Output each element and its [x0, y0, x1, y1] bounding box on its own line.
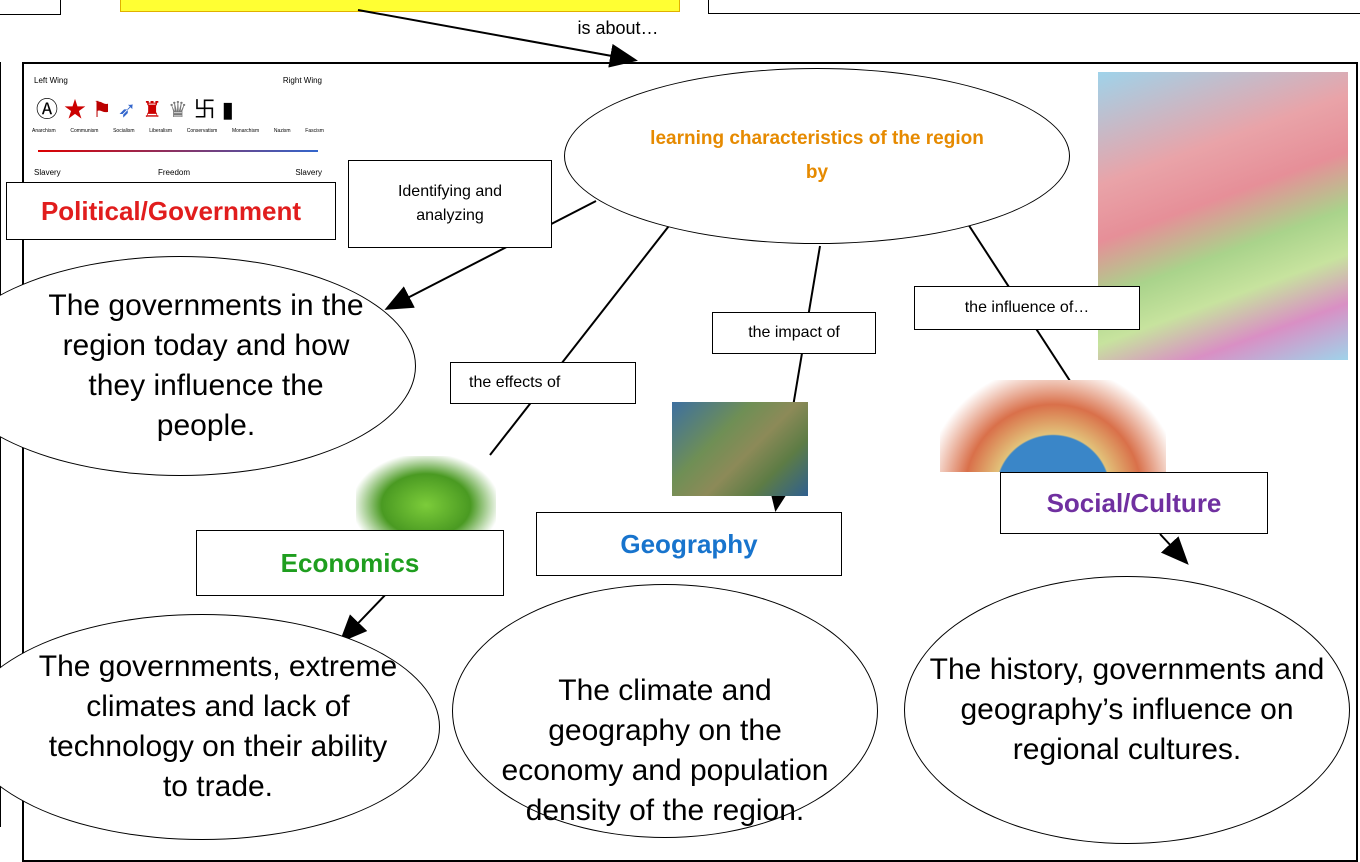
identifying-analyzing-box: Identifying and analyzing [348, 160, 552, 248]
communism-icon: ★ [64, 97, 93, 122]
spectrum-axis [38, 150, 318, 152]
economics-globe-image [356, 456, 496, 538]
spectrum-labels-row: Anarchism Communism Socialism Liberalism… [32, 128, 324, 134]
header-highlight [120, 0, 680, 12]
effects-text: the effects of [469, 374, 561, 391]
impact-of-box: the impact of [712, 312, 876, 354]
political-category-box: Political/Government [6, 182, 336, 240]
spectrum-bottom-mid: Freedom [158, 168, 191, 177]
political-spectrum-image: Left Wing Right Wing Ⓐ★⚑➶♜♛卐▮ Anarchism … [30, 72, 326, 182]
geography-detail-text: The climate and geography on the economy… [501, 674, 829, 827]
spectrum-label: Liberalism [149, 128, 172, 134]
left-margin-line [0, 62, 1, 827]
world-cultures-image [940, 380, 1166, 472]
political-detail-ellipse: The governments in the region today and … [0, 256, 416, 476]
fascism-icon: ▮ [221, 97, 240, 122]
socialism-icon: ⚑ [92, 97, 118, 122]
spectrum-label: Anarchism [32, 128, 56, 134]
influence-text: the influence of… [964, 299, 1090, 316]
social-detail-ellipse: The history, governments and geography’s… [904, 576, 1350, 844]
central-text: learning characteristics of the region b… [650, 128, 984, 183]
monarchism-icon: ♛ [167, 97, 194, 122]
spectrum-right-label: Right Wing [282, 76, 322, 85]
geography-detail-ellipse: The climate and geography on the economy… [452, 584, 878, 838]
spectrum-label: Communism [70, 128, 99, 134]
spectrum-label: Fascism [305, 128, 324, 134]
conservatism-icon: ♜ [142, 97, 168, 122]
spectrum-label: Conservatism [186, 128, 218, 134]
europe-map-image [672, 402, 808, 496]
spectrum-bottom-right: Slavery [295, 168, 322, 177]
political-detail-text: The governments in the region today and … [48, 289, 364, 442]
social-detail-text: The history, governments and geography’s… [929, 653, 1325, 766]
is-about-label: is about… [577, 18, 659, 38]
economics-detail-ellipse: The governments, extreme climates and la… [0, 614, 440, 840]
identifying-text: Identifying and analyzing [397, 183, 503, 224]
impact-text: the impact of [748, 324, 840, 341]
header-strip [0, 0, 1360, 15]
influence-of-box: the influence of… [914, 286, 1140, 330]
effects-of-box: the effects of [450, 362, 636, 404]
spectrum-label: Monarchism [231, 128, 260, 134]
economics-category-box: Economics [196, 530, 504, 596]
social-category-box: Social/Culture [1000, 472, 1268, 534]
header-left-cell [0, 0, 61, 15]
arrow-to-economics-detail [339, 591, 389, 643]
anarchism-icon: Ⓐ [36, 97, 65, 122]
arrow-to-political [384, 200, 597, 310]
header-divider [708, 0, 709, 14]
spectrum-icons: Ⓐ★⚑➶♜♛卐▮ [36, 92, 240, 124]
geography-label: Geography [620, 528, 758, 559]
spectrum-label: Nazism [273, 128, 291, 134]
nazism-icon: 卐 [193, 97, 222, 122]
social-label: Social/Culture [1046, 487, 1222, 518]
header-bottom-rule [708, 13, 1360, 14]
economics-label: Economics [280, 547, 420, 578]
arrow-to-center [357, 9, 638, 68]
central-ellipse: learning characteristics of the region b… [564, 68, 1070, 244]
spectrum-bottom-left: Slavery [34, 168, 61, 177]
arrow-to-social-detail [1159, 533, 1189, 565]
spectrum-label: Socialism [113, 128, 135, 134]
political-label: Political/Government [40, 195, 302, 226]
economics-detail-text: The governments, extreme climates and la… [38, 650, 398, 803]
liberalism-icon: ➶ [117, 97, 143, 122]
geography-category-box: Geography [536, 512, 842, 576]
spectrum-left-label: Left Wing [34, 76, 68, 85]
line-to-economics [489, 221, 673, 456]
